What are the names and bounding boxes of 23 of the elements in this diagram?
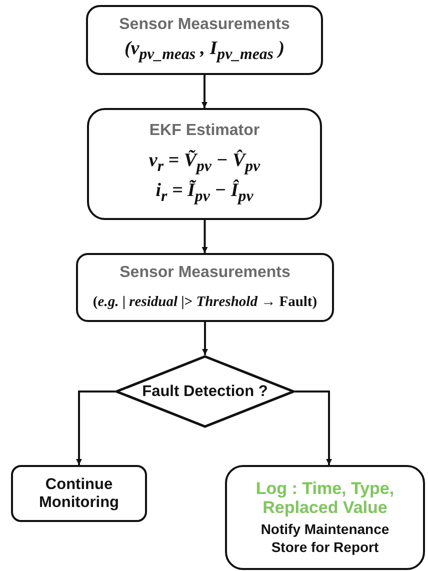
heading-text: EKF Estimator — [149, 122, 260, 140]
heading-text: Sensor Measurements — [119, 16, 290, 34]
equation-text: v$_{r}$ = Ṽ$_{pv}$ − V̂$_{pv}$ — [148, 150, 260, 176]
decision-diamond — [115, 355, 295, 428]
heading-text: Sensor Measurements — [120, 264, 290, 282]
process-box — [225, 465, 425, 570]
process-box — [87, 108, 322, 220]
arrow — [76, 390, 115, 465]
step-text: (e.g. | residual |> Threshold → Fault) — [92, 294, 318, 311]
step-text: Log : Time, Type, Replaced Value — [254, 478, 396, 518]
arrow — [202, 220, 208, 253]
arrow — [202, 322, 208, 355]
process-box — [11, 465, 147, 522]
process-box — [76, 253, 334, 322]
equation-text: i$_{r}$ = Ĩ$_{pv}$ − Î$_{pv}$ — [156, 180, 254, 206]
arrow — [295, 390, 332, 465]
arrow — [202, 75, 208, 108]
process-box — [86, 5, 323, 75]
step-text: Notify Maintenance — [260, 520, 390, 538]
equation-text: (v$_{pv_meas}$ , I$_{pv_meas}$ ) — [124, 38, 285, 64]
step-text: Store for Report — [271, 538, 379, 556]
step-text: Fault Detection ? — [142, 382, 268, 400]
step-text: Continue Monitoring — [38, 476, 120, 512]
